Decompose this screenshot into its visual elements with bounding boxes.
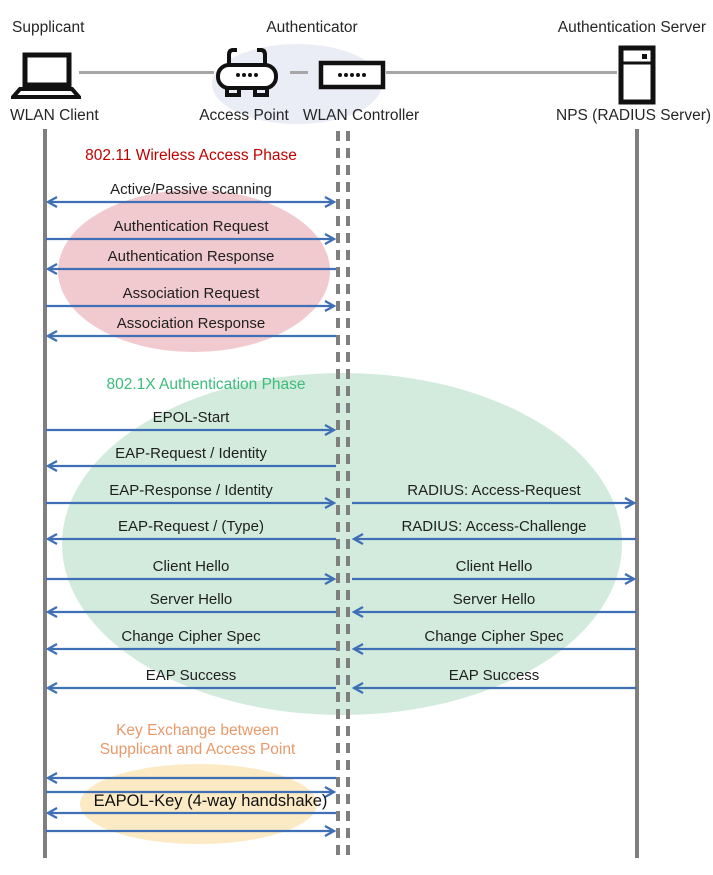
connector-ap-controller bbox=[290, 71, 308, 74]
wlan-controller-icon bbox=[318, 60, 386, 90]
message-epol-start: EPOL-Start bbox=[45, 409, 337, 437]
message-label: Client Hello bbox=[152, 558, 230, 575]
handshake-arrow-4 bbox=[45, 824, 337, 838]
phase3-title: Key Exchange between Supplicant and Acce… bbox=[45, 721, 350, 759]
message-eap-request-type: EAP-Request / (Type) bbox=[45, 518, 337, 546]
lifeline-wlan-controller-right bbox=[346, 131, 350, 855]
message-label: EPOL-Start bbox=[152, 409, 230, 426]
arrow-left bbox=[45, 771, 337, 785]
message-label: Authentication Request bbox=[113, 218, 269, 235]
message-change-cipher-spec-left: Change Cipher Spec bbox=[45, 628, 337, 656]
arrow-left bbox=[351, 532, 637, 546]
message-server-hello-right: Server Hello bbox=[351, 591, 637, 619]
message-label: Association Response bbox=[116, 315, 266, 332]
message-label: EAP-Response / Identity bbox=[109, 482, 273, 499]
lifeline-nps-server bbox=[635, 129, 639, 858]
message-label: Client Hello bbox=[455, 558, 533, 575]
role-authentication-server: Authentication Server bbox=[557, 19, 706, 36]
phase2-title: 802.1X Authentication Phase bbox=[106, 376, 306, 393]
message-label: RADIUS: Access-Request bbox=[407, 482, 581, 499]
message-label: Active/Passive scanning bbox=[110, 181, 272, 198]
arrow-left bbox=[45, 459, 337, 473]
message-label: Server Hello bbox=[452, 591, 536, 608]
lifeline-wlan-client bbox=[43, 129, 47, 858]
arrow-left bbox=[351, 681, 637, 695]
label-wlan-client: WLAN Client bbox=[10, 107, 99, 124]
message-active-passive-scanning: Active/Passive scanning bbox=[45, 181, 337, 209]
handshake-label: EAPOL-Key (4-way handshake) bbox=[93, 792, 328, 810]
message-label: Association Request bbox=[122, 285, 260, 302]
arrow-right bbox=[45, 496, 337, 510]
connector-client-ap bbox=[79, 71, 214, 74]
handshake-arrow-1 bbox=[45, 771, 337, 785]
phase3-title-line1: Key Exchange between bbox=[116, 722, 279, 739]
message-client-hello-left: Client Hello bbox=[45, 558, 337, 586]
message-client-hello-right: Client Hello bbox=[351, 558, 637, 586]
message-eap-request-identity: EAP-Request / Identity bbox=[45, 445, 337, 473]
arrow-right bbox=[45, 785, 337, 799]
message-label: RADIUS: Access-Challenge bbox=[401, 518, 587, 535]
role-authenticator: Authenticator bbox=[266, 19, 358, 36]
message-eap-response-identity: EAP-Response / Identity bbox=[45, 482, 337, 510]
arrow-bidirectional bbox=[45, 195, 337, 209]
message-radius-access-challenge: RADIUS: Access-Challenge bbox=[351, 518, 637, 546]
role-supplicant: Supplicant bbox=[12, 19, 85, 36]
arrow-left bbox=[45, 329, 337, 343]
message-radius-access-request: RADIUS: Access-Request bbox=[351, 482, 637, 510]
arrow-left bbox=[45, 681, 337, 695]
arrow-left bbox=[351, 605, 637, 619]
message-change-cipher-spec-right: Change Cipher Spec bbox=[351, 628, 637, 656]
message-label: Server Hello bbox=[149, 591, 233, 608]
phase3-title-line2: Supplicant and Access Point bbox=[99, 741, 296, 758]
arrow-left bbox=[351, 642, 637, 656]
message-label: EAP-Request / Identity bbox=[115, 445, 267, 462]
message-eap-success-right: EAP Success bbox=[351, 667, 637, 695]
label-access-point: Access Point bbox=[199, 107, 289, 124]
phase1-ellipse bbox=[58, 190, 330, 352]
message-server-hello-left: Server Hello bbox=[45, 591, 337, 619]
arrow-right bbox=[351, 496, 637, 510]
label-nps-radius-server: NPS (RADIUS Server) bbox=[556, 107, 712, 124]
arrow-right bbox=[351, 572, 637, 586]
message-label: EAP-Request / (Type) bbox=[118, 518, 264, 535]
arrow-right bbox=[45, 423, 337, 437]
arrow-right bbox=[45, 824, 337, 838]
arrow-left bbox=[45, 806, 337, 820]
laptop-icon bbox=[11, 52, 81, 99]
arrow-left bbox=[45, 642, 337, 656]
message-label: EAP Success bbox=[448, 667, 540, 684]
access-point-icon bbox=[216, 48, 278, 97]
phase1-title: 802.11 Wireless Access Phase bbox=[85, 147, 297, 164]
connector-controller-server bbox=[386, 71, 617, 74]
message-authentication-response: Authentication Response bbox=[45, 248, 337, 276]
lifeline-wlan-controller-left bbox=[336, 131, 340, 855]
server-icon bbox=[618, 45, 656, 105]
message-label: EAP Success bbox=[145, 667, 237, 684]
arrow-left bbox=[45, 532, 337, 546]
message-authentication-request: Authentication Request bbox=[45, 218, 337, 246]
label-wlan-controller: WLAN Controller bbox=[302, 107, 420, 124]
arrow-right bbox=[45, 572, 337, 586]
message-label: Authentication Response bbox=[107, 248, 275, 265]
message-label: Change Cipher Spec bbox=[424, 628, 564, 645]
message-association-request: Association Request bbox=[45, 285, 337, 313]
handshake-arrow-2 bbox=[45, 785, 337, 799]
arrow-right bbox=[45, 232, 337, 246]
arrow-left bbox=[45, 605, 337, 619]
message-eap-success-left: EAP Success bbox=[45, 667, 337, 695]
arrow-left bbox=[45, 262, 337, 276]
handshake-arrow-3 bbox=[45, 806, 337, 820]
message-label: Change Cipher Spec bbox=[121, 628, 261, 645]
arrow-right bbox=[45, 299, 337, 313]
message-association-response: Association Response bbox=[45, 315, 337, 343]
